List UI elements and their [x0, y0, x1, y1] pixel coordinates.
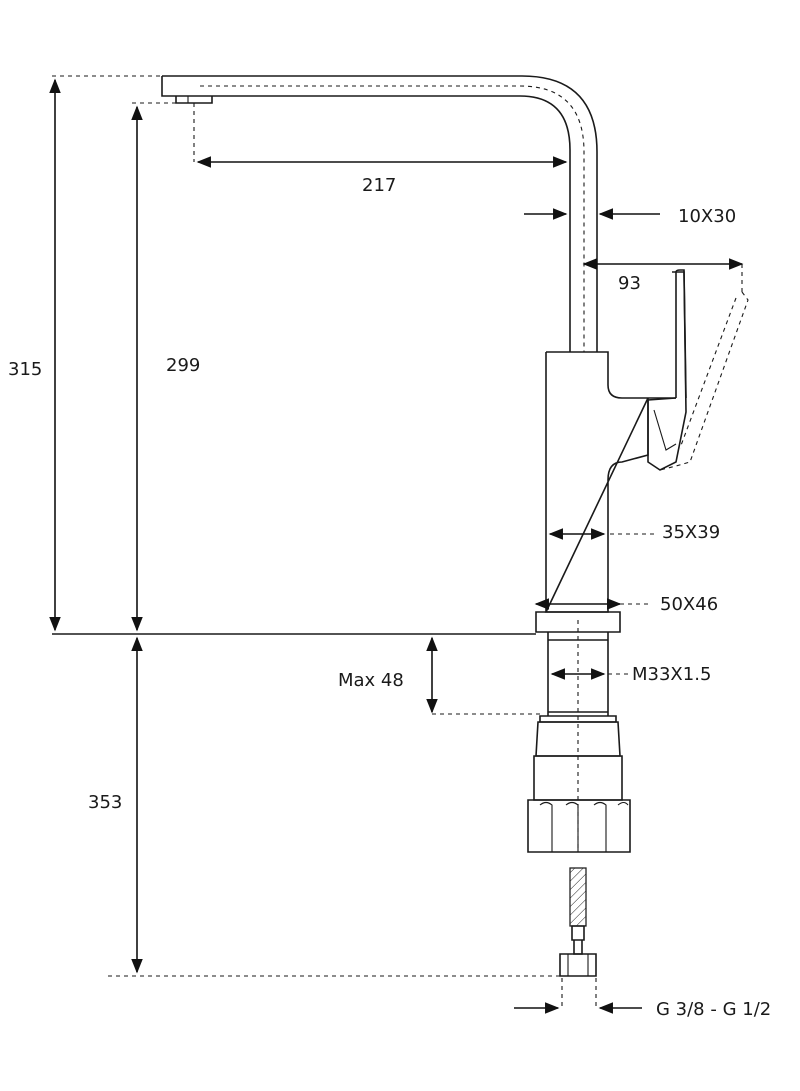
label-max-countertop: Max 48	[338, 670, 404, 691]
fluted-nut	[527, 799, 631, 853]
spout-inner-edge	[161, 76, 571, 352]
spout-outer-edge	[162, 75, 598, 352]
supply-hose	[569, 867, 587, 927]
label-hose-connection: G 3/8 - G 1/2	[656, 999, 771, 1020]
aerator	[175, 96, 213, 104]
label-total-height: 315	[8, 359, 42, 380]
base-flange	[535, 611, 621, 633]
label-body-section: 35X39	[662, 522, 720, 543]
label-below-counter: 353	[88, 792, 122, 813]
label-spout-height: 299	[166, 355, 200, 376]
dimension-labels: 315 299 217 10X30 93 35X39 50X46 M33X1.5…	[8, 175, 771, 1020]
extension-lines	[52, 75, 743, 1008]
label-base-size: 50X46	[660, 594, 718, 615]
hose-nut	[559, 953, 597, 977]
faucet-outline	[52, 75, 749, 977]
label-thread: M33X1.5	[632, 664, 711, 685]
hose-fitting	[571, 925, 585, 955]
label-handle-reach: 93	[618, 273, 641, 294]
label-spout-section: 10X30	[678, 206, 736, 227]
dimension-lines	[49, 78, 744, 1014]
handle-lever	[647, 271, 687, 471]
faucet-body	[544, 269, 687, 613]
label-spout-reach: 217	[362, 175, 396, 196]
spout-centerline	[200, 85, 585, 352]
handle-raised-position	[659, 291, 749, 471]
lock-nut-lower	[533, 755, 623, 801]
